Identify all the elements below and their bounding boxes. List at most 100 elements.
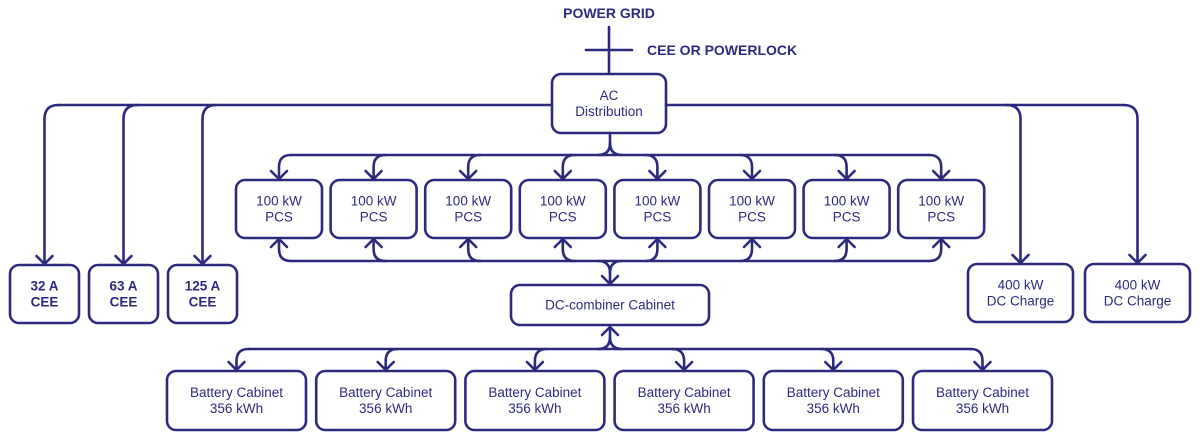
pcs-node-label-line2: PCS	[927, 210, 955, 225]
pcs-node-label-line2: PCS	[360, 210, 388, 225]
pcs-ac-feeder-line	[466, 153, 482, 181]
pcs-dc-feeder-line	[833, 237, 848, 263]
pcs-node-frame	[423, 178, 513, 240]
cee-outlet-node-label-line1: 63 A	[109, 279, 137, 294]
pcs-ac-feeder-line	[277, 153, 293, 181]
battery-feeder-line	[384, 347, 399, 372]
pcs-node-frame	[234, 178, 324, 240]
pcs-node-frame	[802, 178, 891, 240]
pcs-dc-feeder-line	[277, 237, 293, 263]
battery-cabinet-node-frame	[613, 369, 755, 432]
cee-outlet-node-label-line2: CEE	[110, 295, 138, 310]
battery-feeder-line	[820, 347, 835, 372]
pcs-node-label-line1: 100 kW	[729, 194, 775, 209]
pcs-node-frame	[707, 178, 797, 240]
battery-cabinet-node-label-line1: Battery Cabinet	[638, 385, 731, 400]
combiner-to-battery-junction	[608, 335, 624, 351]
dc-charger-node-frame	[1083, 262, 1192, 324]
battery-cabinet-node-label-line2: 356 kWh	[508, 401, 561, 416]
battery-cabinet-node-label-line2: 356 kWh	[210, 401, 263, 416]
dc-charger-node-label-line1: 400 kW	[998, 278, 1044, 293]
pcs-node-label-line1: 100 kW	[824, 194, 870, 209]
dc-charger-node-frame	[966, 262, 1075, 324]
cee-feeder-line	[43, 103, 60, 266]
ac-to-pcs-junction	[596, 131, 612, 157]
battery-feeder-line	[235, 347, 250, 372]
dc-combiner-node: DC-combiner Cabinet	[509, 283, 711, 327]
pcs-dc-feeder-line	[927, 237, 943, 263]
pcs-node-frame	[613, 178, 702, 240]
battery-cabinet-node-label-line2: 356 kWh	[956, 401, 1009, 416]
charger-feeder-line	[1005, 103, 1022, 265]
connection-type-label: CEE OR POWERLOCK	[647, 42, 797, 58]
pcs-node-label-line1: 100 kW	[445, 194, 491, 209]
battery-cabinet-node-label-line2: 356 kWh	[657, 401, 710, 416]
pcs-node-label-line2: PCS	[644, 210, 672, 225]
battery-cabinet-node-frame	[165, 369, 308, 432]
pcs-node-label-line2: PCS	[549, 210, 577, 225]
battery-cabinet-node-label-line1: Battery Cabinet	[190, 385, 283, 400]
dc-charger-node-label-line2: DC Charge	[987, 294, 1055, 309]
battery-feeder-line	[533, 347, 549, 372]
pcs-node-label-line1: 100 kW	[918, 194, 964, 209]
cee-outlet-node-label-line2: CEE	[31, 295, 59, 310]
battery-cabinet-node-label-line1: Battery Cabinet	[488, 385, 581, 400]
battery-cabinet-node-label-line2: 356 kWh	[359, 401, 412, 416]
pcs-to-combiner-junction	[608, 259, 624, 275]
battery-cabinet-node-frame	[314, 369, 457, 432]
pcs-node-label-line1: 100 kW	[635, 194, 681, 209]
cee-outlet-node-frame	[166, 263, 239, 325]
cee-feeder-line	[201, 103, 218, 266]
ac-distribution-node-label-line1: AC	[600, 88, 619, 103]
battery-cabinet-node-frame	[911, 369, 1054, 432]
pcs-ac-feeder-line	[372, 153, 387, 181]
dc-charger-node-label-line1: 400 kW	[1115, 278, 1161, 293]
battery-cabinet-node-frame	[464, 369, 606, 432]
pcs-node-frame	[518, 178, 608, 240]
pcs-node-label-line2: PCS	[265, 210, 293, 225]
battery-cabinet-node-label-line1: Battery Cabinet	[339, 385, 432, 400]
pcs-ac-feeder-line	[738, 153, 754, 181]
pcs-ac-feeder-line	[561, 153, 577, 181]
power-grid-label: POWER GRID	[563, 5, 655, 21]
battery-cabinet-node-frame	[762, 369, 905, 432]
pcs-dc-feeder-line	[466, 237, 482, 263]
cee-outlet-node-frame	[8, 263, 81, 325]
battery-cabinet-node-label-line2: 356 kWh	[807, 401, 860, 416]
pcs-ac-feeder-line	[833, 153, 848, 181]
pcs-dc-feeder-line	[644, 237, 659, 263]
battery-cabinet-node-label-line1: Battery Cabinet	[936, 385, 1029, 400]
battery-feeder-line	[670, 347, 686, 372]
pcs-dc-feeder-line	[561, 237, 577, 263]
pcs-node-label-line1: 100 kW	[351, 194, 397, 209]
pcs-node-label-line2: PCS	[738, 210, 766, 225]
arrowhead-up-icon	[600, 325, 620, 337]
dc-combiner-node-label: DC-combiner Cabinet	[545, 298, 675, 313]
dc-charger-node-label-line2: DC Charge	[1104, 294, 1172, 309]
cee-feeder-line	[122, 103, 139, 266]
pcs-ac-feeder-line	[927, 153, 943, 181]
pcs-node-label-line1: 100 kW	[540, 194, 586, 209]
ac-to-pcs-junction	[608, 141, 624, 157]
pcs-ac-feeder-line	[644, 153, 659, 181]
dc-combiner-node-frame	[509, 283, 711, 327]
